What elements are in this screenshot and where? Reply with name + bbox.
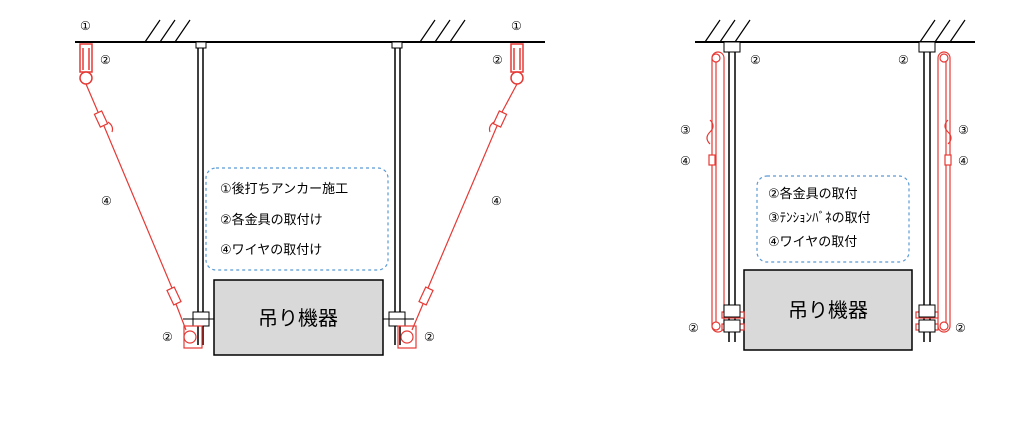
left-anchor-right (510, 43, 524, 85)
left-wire-left (85, 83, 203, 349)
left-hanging-rod-b (391, 41, 403, 345)
left-marker-1-left: ① (80, 19, 91, 33)
right-diagram: 吊り機器 (680, 19, 975, 351)
right-marker-4-left: ④ (680, 154, 691, 168)
right-wire-left (706, 51, 745, 333)
right-nut-a (723, 304, 741, 333)
left-note-1: ①後打ちアンカー施工 (220, 182, 348, 197)
right-equipment-label: 吊り機器 (788, 298, 868, 322)
right-wire-right (915, 51, 952, 333)
right-notes-box (756, 175, 910, 263)
right-marker-3-right: ③ (958, 123, 969, 137)
left-equipment-label: 吊り機器 (258, 306, 338, 330)
left-marker-1-right: ① (511, 19, 522, 33)
right-marker-2-top-left: ② (750, 53, 761, 67)
right-hanging-rod-b (918, 41, 936, 342)
left-marker-2-bottom-left: ② (162, 330, 173, 344)
right-marker-2-top-right: ② (898, 53, 909, 67)
left-marker-2-top-left: ② (100, 53, 111, 67)
left-marker-4-left: ④ (101, 194, 112, 208)
left-marker-2-top-right: ② (492, 53, 503, 67)
right-ceiling-hatch (704, 19, 966, 43)
right-equipment-box (743, 269, 913, 351)
right-marker-2-bottom-right: ② (955, 321, 966, 335)
left-hanging-rod-a (195, 41, 207, 345)
left-notes-box (205, 167, 389, 271)
right-nut-b (918, 304, 936, 333)
left-diagram: 吊り機器 (75, 19, 545, 356)
right-marker-3-left: ③ (680, 123, 691, 137)
left-note-2: ②各金具の取付け (220, 212, 323, 228)
left-marker-2-bottom-right: ② (424, 330, 435, 344)
right-marker-2-bottom-left: ② (688, 321, 699, 335)
left-ceiling-hatch (144, 19, 466, 43)
right-note-3: ④ワイヤの取付 (768, 235, 857, 250)
left-note-3: ④ワイヤの取付け (220, 243, 322, 258)
right-note-1: ②各金具の取付 (768, 186, 858, 202)
right-hanging-rod-a (723, 41, 741, 342)
left-equipment-box (213, 279, 384, 356)
right-note-2: ③ﾃﾝｼｮﾝﾊﾞﾈの取付 (768, 211, 871, 226)
right-marker-4-right: ④ (958, 154, 969, 168)
left-marker-4-right: ④ (491, 194, 502, 208)
left-nut-a (183, 311, 214, 327)
left-nut-b (383, 311, 414, 327)
left-anchor-left (79, 43, 93, 85)
left-wire-right (397, 83, 518, 349)
